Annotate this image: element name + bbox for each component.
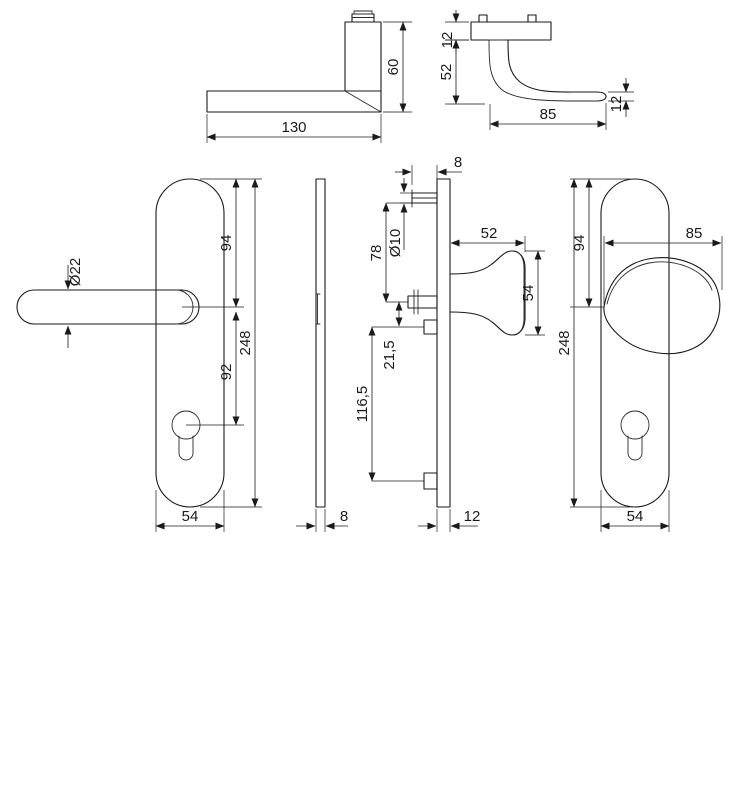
backplate-outline bbox=[155, 178, 225, 508]
view-lever-top: 130 60 bbox=[206, 10, 412, 143]
lever-front-outline bbox=[16, 289, 200, 325]
edge-plate-outline bbox=[315, 178, 326, 508]
dimlabel-52b: 52 bbox=[481, 225, 498, 242]
view-lever-side: 12 52 12 85 bbox=[438, 10, 634, 130]
section-plate-outline bbox=[436, 178, 451, 508]
section-fixing-screw bbox=[407, 295, 438, 309]
section-lug-upper bbox=[423, 319, 438, 335]
dimlabel-12b: 12 bbox=[608, 96, 625, 113]
view-backplate-edge: 8 bbox=[296, 178, 348, 532]
lever-rose-lug-right bbox=[527, 14, 537, 23]
knob-keyhole-slot bbox=[627, 435, 643, 461]
lever-spindle-tip bbox=[353, 10, 373, 15]
dimlabel-54c: 54 bbox=[627, 508, 644, 525]
dimlabel-85b: 85 bbox=[686, 225, 703, 242]
lever-chamfer-line bbox=[344, 90, 382, 113]
dimlabel-54b: 54 bbox=[520, 285, 537, 302]
dimlabel-78: 78 bbox=[368, 245, 385, 262]
keyhole-slot bbox=[178, 435, 194, 461]
dimlabel-94a: 94 bbox=[218, 235, 235, 252]
dimlabel-8b: 8 bbox=[454, 154, 462, 171]
dimlabel-248b: 248 bbox=[556, 330, 573, 355]
dimlabel-215: 21,5 bbox=[381, 340, 398, 369]
dimlabel-10: Ø10 bbox=[387, 229, 404, 257]
lever-rose-lug-left bbox=[478, 14, 488, 23]
section-lug-lower bbox=[423, 472, 438, 490]
dimlabel-1165: 116,5 bbox=[354, 386, 371, 422]
knob-front-highlight bbox=[606, 261, 713, 305]
dimlabel-22: Ø22 bbox=[67, 258, 84, 286]
dimlabel-60: 60 bbox=[385, 59, 402, 76]
lever-arm-tip bbox=[596, 91, 607, 102]
view-backplate-front: Ø22 94 92 248 54 bbox=[16, 178, 262, 532]
dimlabel-92: 92 bbox=[218, 364, 235, 381]
view-knob-plate-front: 94 248 85 54 bbox=[556, 178, 723, 532]
knob-backplate-outline bbox=[600, 178, 670, 508]
lever-arm-outer-curve bbox=[507, 39, 598, 93]
dimlabel-85a: 85 bbox=[540, 106, 557, 123]
knob-section-inner bbox=[513, 250, 525, 336]
knob-keyhole-circle bbox=[620, 410, 650, 440]
dimlabel-12c: 12 bbox=[464, 508, 481, 525]
lever-arm-inner-curve bbox=[488, 39, 598, 102]
knob-front-outline bbox=[603, 257, 721, 355]
lever-rose-bar bbox=[470, 21, 552, 41]
dimlabel-130: 130 bbox=[281, 119, 306, 136]
dimlabel-54a: 54 bbox=[182, 508, 199, 525]
dimlabel-52a: 52 bbox=[438, 64, 455, 81]
dimlabel-248a: 248 bbox=[237, 330, 254, 355]
dimlabel-94b: 94 bbox=[571, 235, 588, 252]
dimlabel-8a: 8 bbox=[340, 508, 348, 525]
knob-section-profile bbox=[449, 250, 526, 336]
view-backplate-section: 8 Ø10 78 21,5 116,5 52 54 bbox=[354, 154, 545, 532]
